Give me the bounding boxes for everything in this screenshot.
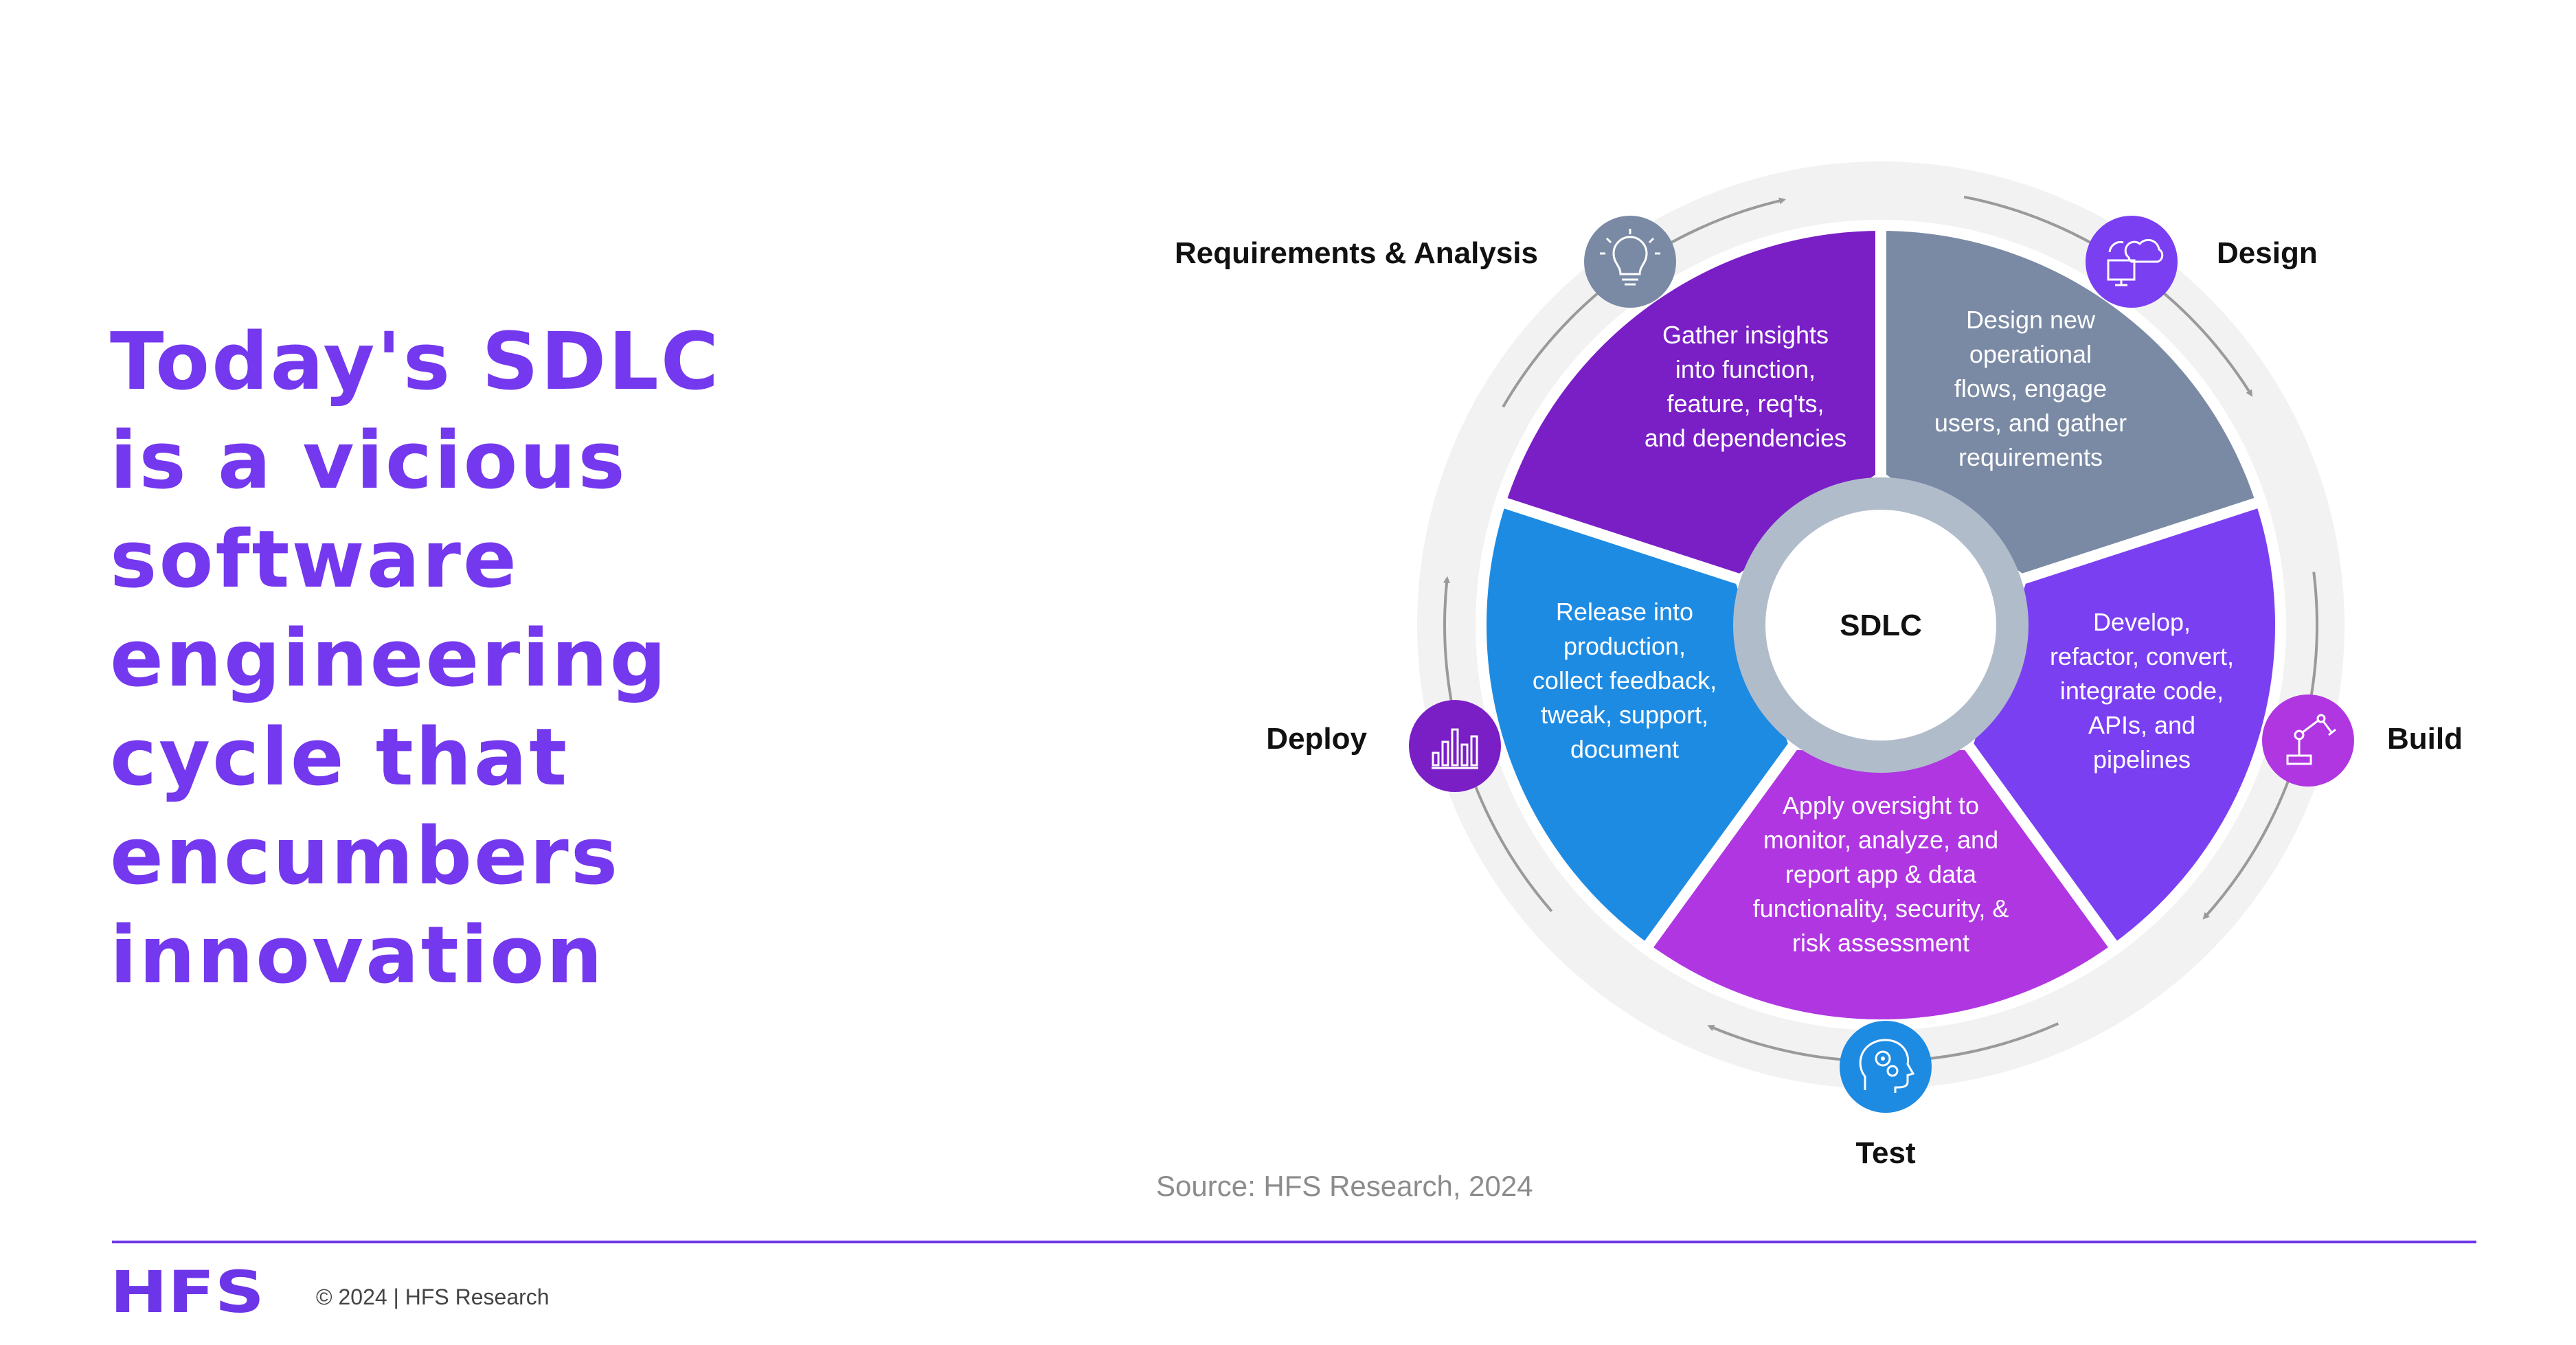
footer-divider — [112, 1241, 2476, 1243]
phase-label-test: Test — [1855, 1136, 1916, 1170]
phase-label-design: Design — [2217, 236, 2318, 270]
segment-design — [1961, 495, 2286, 957]
source-note: Source: HFS Research, 2024 — [1156, 1170, 1533, 1202]
hfs-logo: HFS — [110, 1264, 264, 1319]
cloud-monitor-icon — [2107, 238, 2164, 286]
icon-badge-deploy — [1409, 700, 1501, 792]
page-title: Today's SDLC is a vicious software engin… — [110, 316, 721, 1002]
copyright-text: © 2024 | HFS Research — [316, 1285, 550, 1309]
phase-label-deploy: Deploy — [1266, 722, 1367, 756]
svg-text:HFS: HFS — [110, 1264, 264, 1319]
robot-arm-icon — [2286, 714, 2336, 765]
description-build: Develop,refactor, convert,integrate code… — [2050, 608, 2234, 773]
bar-chart-icon — [1432, 728, 1478, 769]
head-gears-icon — [1859, 1039, 1915, 1093]
center-label: SDLC — [1840, 609, 1922, 642]
icon-badge-test — [1840, 1021, 1932, 1113]
hub-core — [1765, 510, 1996, 741]
lightbulb-icon — [1600, 229, 1660, 286]
icon-badge-build — [2262, 694, 2354, 787]
phase-label-build: Build — [2387, 722, 2463, 756]
phase-label-requirements-analysis: Requirements & Analysis — [1175, 236, 1538, 270]
